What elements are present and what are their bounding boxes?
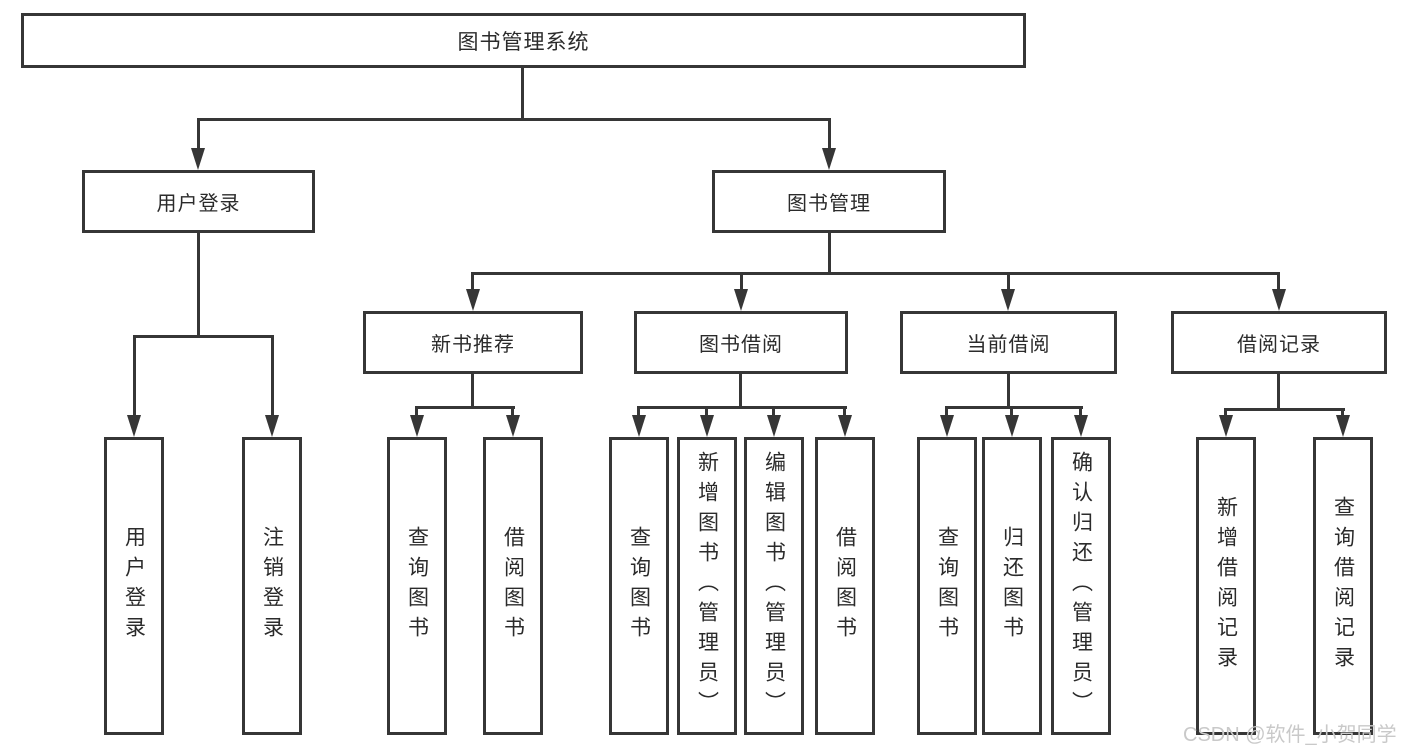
- leaf-user-login-label: 用户登录: [122, 526, 146, 646]
- connector-records-stem-1: [1224, 408, 1227, 417]
- connector-root-stem-right: [828, 118, 831, 150]
- leaf-query-books-borrowing: 查询图书: [609, 437, 669, 735]
- connector-borrowing-split: [637, 406, 847, 409]
- node-new-book-recommend-label: 新书推荐: [431, 334, 515, 356]
- connector-borrowing-stem-1: [637, 406, 640, 417]
- leaf-query-books-recommend-label: 查询图书: [405, 526, 429, 646]
- connector-recommend-split: [415, 406, 515, 409]
- connector-recommend-stem-1: [415, 406, 418, 417]
- arrow-down-icon: [1074, 415, 1088, 437]
- connector-records-split: [1224, 408, 1345, 411]
- node-current-borrowing-label: 当前借阅: [966, 334, 1051, 356]
- leaf-query-books-borrowing-label: 查询图书: [627, 526, 651, 646]
- connector-current-split: [945, 406, 1083, 409]
- connector-records-stem-2: [1341, 408, 1344, 417]
- connector-borrowing-stem-3: [772, 406, 775, 417]
- node-new-book-recommend: 新书推荐: [363, 311, 583, 374]
- leaf-borrow-books-recommend-label: 借阅图书: [501, 526, 525, 646]
- leaf-edit-books-admin: 编辑图书（管理员）: [744, 437, 804, 735]
- arrow-down-icon: [191, 148, 205, 170]
- connector-root-stem-left: [197, 118, 200, 150]
- arrow-down-icon: [767, 415, 781, 437]
- arrow-down-icon: [127, 415, 141, 437]
- arrow-down-icon: [1219, 415, 1233, 437]
- connector-user-login-split: [133, 335, 274, 338]
- leaf-add-books-admin-label: 新增图书（管理员）: [695, 451, 719, 721]
- node-book-borrowing: 图书借阅: [634, 311, 848, 374]
- connector-current-trunk: [1007, 374, 1010, 406]
- leaf-logout-label: 注销登录: [260, 526, 284, 646]
- connector-user-login-stem-1: [133, 335, 136, 417]
- leaf-add-borrow-record-label: 新增借阅记录: [1214, 496, 1238, 676]
- connector-current-stem-2: [1010, 406, 1013, 417]
- leaf-borrow-books-borrowing: 借阅图书: [815, 437, 875, 735]
- arrow-down-icon: [1005, 415, 1019, 437]
- connector-book-mgmt-stem-4: [1277, 272, 1280, 291]
- leaf-query-books-current: 查询图书: [917, 437, 977, 735]
- connector-book-mgmt-split: [471, 272, 1280, 275]
- leaf-query-borrow-record-label: 查询借阅记录: [1331, 496, 1355, 676]
- node-library-system-label: 图书管理系统: [457, 30, 590, 54]
- arrow-down-icon: [632, 415, 646, 437]
- connector-user-login-stem-2: [271, 335, 274, 417]
- connector-book-mgmt-stem-2: [740, 272, 743, 291]
- leaf-logout: 注销登录: [242, 437, 302, 735]
- leaf-edit-books-admin-label: 编辑图书（管理员）: [762, 451, 786, 721]
- arrow-down-icon: [734, 289, 748, 311]
- connector-borrowing-stem-4: [843, 406, 846, 417]
- node-borrowing-records: 借阅记录: [1171, 311, 1387, 374]
- connector-borrowing-trunk: [739, 374, 742, 406]
- arrow-down-icon: [1272, 289, 1286, 311]
- arrow-down-icon: [1336, 415, 1350, 437]
- leaf-borrow-books-recommend: 借阅图书: [483, 437, 543, 735]
- connector-borrowing-stem-2: [705, 406, 708, 417]
- leaf-query-books-recommend: 查询图书: [387, 437, 447, 735]
- connector-book-mgmt-trunk: [828, 233, 831, 272]
- node-book-borrowing-label: 图书借阅: [699, 334, 783, 356]
- leaf-return-books-label: 归还图书: [1000, 526, 1024, 646]
- arrow-down-icon: [506, 415, 520, 437]
- node-book-management-label: 图书管理: [787, 193, 871, 215]
- leaf-add-books-admin: 新增图书（管理员）: [677, 437, 737, 735]
- connector-book-mgmt-stem-1: [471, 272, 474, 291]
- arrow-down-icon: [265, 415, 279, 437]
- arrow-down-icon: [700, 415, 714, 437]
- leaf-borrow-books-borrowing-label: 借阅图书: [833, 526, 857, 646]
- arrow-down-icon: [410, 415, 424, 437]
- connector-records-trunk: [1277, 374, 1280, 408]
- connector-root-split: [197, 118, 831, 121]
- watermark: CSDN @软件_小贺同学: [1183, 724, 1397, 746]
- connector-current-stem-3: [1079, 406, 1082, 417]
- node-user-login: 用户登录: [82, 170, 315, 233]
- leaf-query-borrow-record: 查询借阅记录: [1313, 437, 1373, 735]
- node-user-login-label: 用户登录: [156, 193, 241, 215]
- leaf-user-login: 用户登录: [104, 437, 164, 735]
- leaf-return-books: 归还图书: [982, 437, 1042, 735]
- connector-recommend-trunk: [471, 374, 474, 406]
- arrow-down-icon: [822, 148, 836, 170]
- arrow-down-icon: [940, 415, 954, 437]
- arrow-down-icon: [466, 289, 480, 311]
- leaf-confirm-return-admin: 确认归还（管理员）: [1051, 437, 1111, 735]
- connector-user-login-trunk: [197, 233, 200, 335]
- connector-root-trunk: [521, 68, 524, 118]
- arrow-down-icon: [838, 415, 852, 437]
- node-book-management: 图书管理: [712, 170, 946, 233]
- node-current-borrowing: 当前借阅: [900, 311, 1117, 374]
- leaf-add-borrow-record: 新增借阅记录: [1196, 437, 1256, 735]
- connector-book-mgmt-stem-3: [1007, 272, 1010, 291]
- node-library-system: 图书管理系统: [21, 13, 1026, 68]
- leaf-query-books-current-label: 查询图书: [935, 526, 959, 646]
- leaf-confirm-return-admin-label: 确认归还（管理员）: [1069, 451, 1093, 721]
- connector-current-stem-1: [945, 406, 948, 417]
- arrow-down-icon: [1001, 289, 1015, 311]
- node-borrowing-records-label: 借阅记录: [1237, 334, 1321, 356]
- connector-recommend-stem-2: [511, 406, 514, 417]
